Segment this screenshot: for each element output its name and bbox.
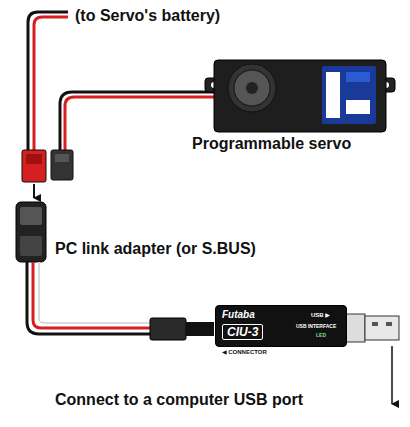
port-text: USB ▶ <box>311 312 330 318</box>
led-text: LED <box>316 333 326 338</box>
part-name: PC link adapter (or S.BUS) <box>55 240 256 258</box>
brand-text: Futaba <box>222 310 255 320</box>
device-text: USB INTERFACE <box>296 324 336 329</box>
port-text: ◀ CONNECTOR <box>222 349 267 355</box>
instruction-note: Connect to a computer USB port <box>55 391 303 409</box>
battery-note: (to Servo's battery) <box>75 7 220 25</box>
usb-interface: FutabaCIU-3USB ▶USB INTERFACELED◀ CONNEC… <box>215 305 347 347</box>
part-name: Programmable servo <box>192 135 351 153</box>
model-text: CIU-3 <box>222 324 263 340</box>
